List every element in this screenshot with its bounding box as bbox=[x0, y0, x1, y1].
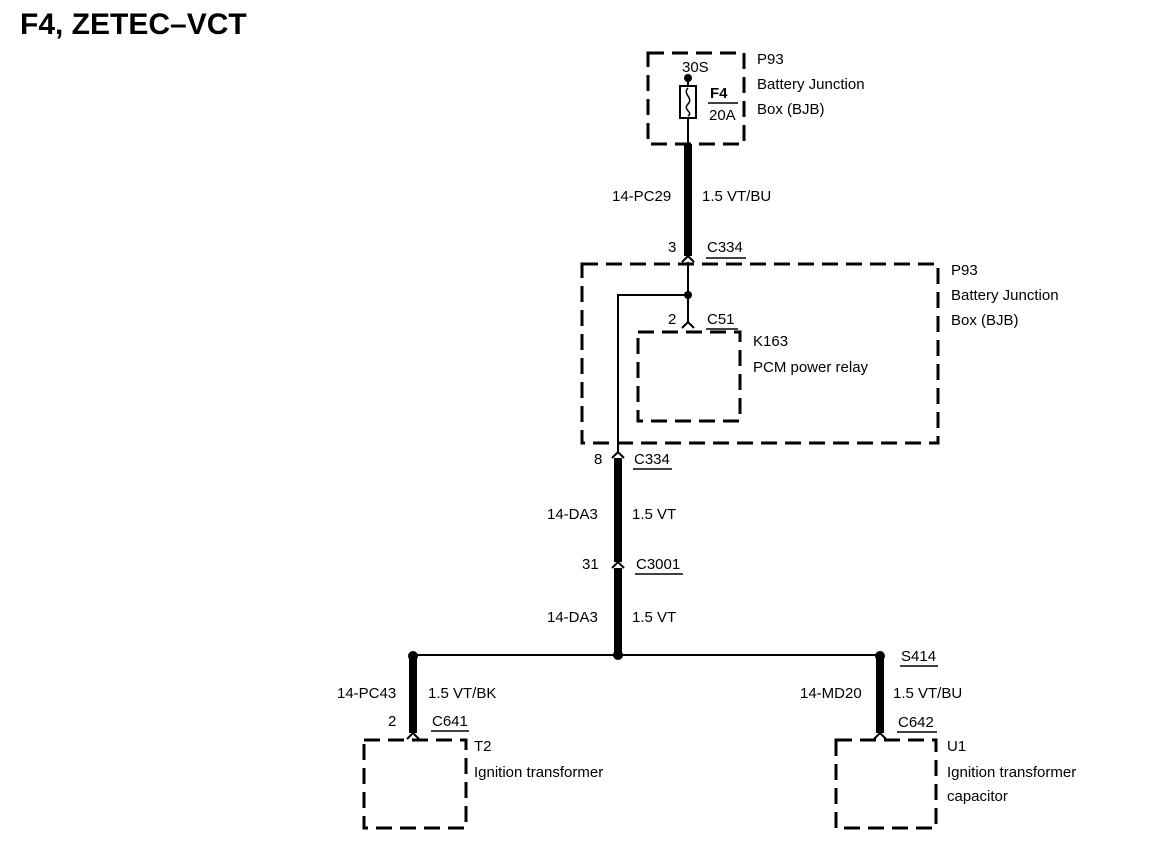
splice-id-label: S414 bbox=[901, 648, 936, 665]
bjb-top-name-line1: Battery Junction bbox=[757, 76, 865, 93]
connector-c3001-pin31-icon bbox=[611, 560, 625, 569]
c334-bottom-connector-label: C334 bbox=[634, 451, 670, 468]
bjb-top-box bbox=[646, 51, 746, 146]
wire-md20-spec-label: 1.5 VT/BU bbox=[893, 685, 962, 702]
wire-md20-circuit-label: 14-MD20 bbox=[800, 685, 862, 702]
connector-c641-pin2-icon bbox=[406, 731, 420, 740]
connector-c334-pin8-icon bbox=[611, 450, 625, 459]
transformer-name-label: Ignition transformer bbox=[474, 764, 603, 781]
c334-bottom-pin-label: 8 bbox=[594, 451, 602, 468]
c51-connector-label: C51 bbox=[707, 311, 735, 328]
transformer-id-label: T2 bbox=[474, 738, 492, 755]
splice-junction-dot bbox=[613, 650, 623, 660]
connector-c334-pin3-icon bbox=[681, 254, 695, 263]
fuse-rating-label: 20A bbox=[709, 107, 736, 124]
bjb-top-id-label: P93 bbox=[757, 51, 784, 68]
wire-pc29-circuit-label: 14-PC29 bbox=[612, 188, 671, 205]
diagram-title: F4, ZETEC–VCT bbox=[20, 8, 247, 41]
capacitor-u1-box bbox=[834, 738, 938, 830]
bjb-internal-wire-to-c334 bbox=[617, 294, 688, 452]
c334-top-connector-label: C334 bbox=[707, 239, 743, 256]
connector-c51-pin2-icon bbox=[681, 320, 695, 329]
c3001-pin-label: 31 bbox=[582, 556, 599, 573]
bjb-top-terminal-label: 30S bbox=[682, 59, 709, 76]
c641-connector-label: C641 bbox=[432, 713, 468, 730]
transformer-t2-box bbox=[362, 738, 468, 830]
bjb-main-name-line2: Box (BJB) bbox=[951, 312, 1019, 329]
relay-k163-box bbox=[636, 330, 742, 423]
c51-pin-label: 2 bbox=[668, 311, 676, 328]
bjb-main-box bbox=[580, 262, 940, 445]
c642-connector-label: C642 bbox=[898, 714, 934, 731]
connector-c642-icon bbox=[873, 731, 887, 740]
wire-pc43-circuit-label: 14-PC43 bbox=[337, 685, 396, 702]
bjb-main-name-line1: Battery Junction bbox=[951, 287, 1059, 304]
bjb-main-id-label: P93 bbox=[951, 262, 978, 279]
c641-pin-label: 2 bbox=[388, 713, 396, 730]
fuse-element-icon bbox=[685, 87, 691, 117]
capacitor-name-line1: Ignition transformer bbox=[947, 764, 1076, 781]
bjb-top-name-line2: Box (BJB) bbox=[757, 101, 825, 118]
wire-da3-lower-spec-label: 1.5 VT bbox=[632, 609, 676, 626]
c334-top-pin-label: 3 bbox=[668, 239, 676, 256]
relay-name-label: PCM power relay bbox=[753, 359, 869, 376]
fuse-icon bbox=[679, 85, 697, 119]
wire-da3-upper-spec-label: 1.5 VT bbox=[632, 506, 676, 523]
wire-da3-upper-circuit-label: 14-DA3 bbox=[547, 506, 598, 523]
wire-pc43-spec-label: 1.5 VT/BK bbox=[428, 685, 496, 702]
relay-id-label: K163 bbox=[753, 333, 788, 350]
capacitor-name-line2: capacitor bbox=[947, 788, 1008, 805]
fuse-id-label: F4 bbox=[710, 85, 728, 102]
capacitor-id-label: U1 bbox=[947, 738, 966, 755]
c3001-connector-label: C3001 bbox=[636, 556, 680, 573]
wire-da3-lower-circuit-label: 14-DA3 bbox=[547, 609, 598, 626]
wire-pc29-spec-label: 1.5 VT/BU bbox=[702, 188, 771, 205]
